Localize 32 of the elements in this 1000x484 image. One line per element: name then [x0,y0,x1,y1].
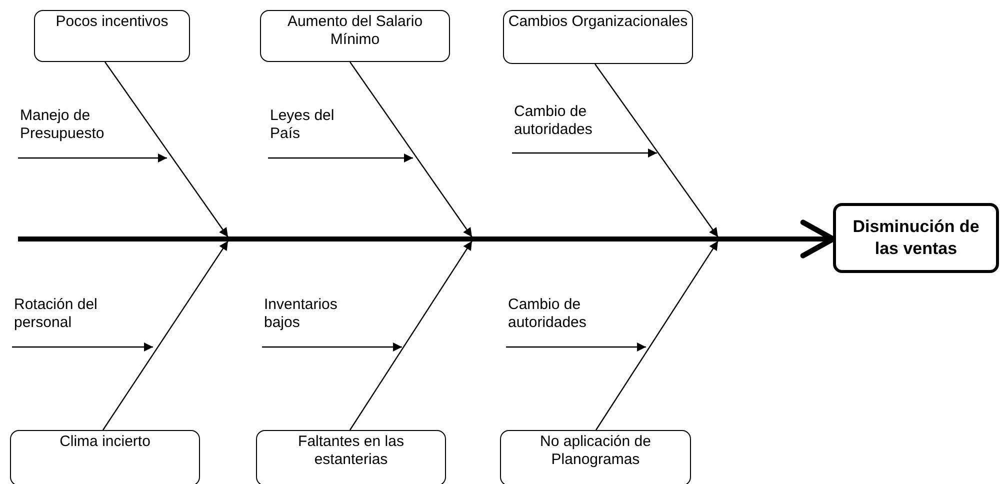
sub-cause-label: Manejo de Presupuesto [20,107,106,143]
sub-cause-arrow [12,342,153,352]
bone-arrow [596,240,718,430]
sub-cause-label: Leyes del País [270,107,336,143]
cause-box [34,10,190,62]
sub-cause-label: Inventarios bajos [264,296,338,332]
effect-text: Disminución de las ventas [852,216,980,260]
sub-cause-arrow [512,148,657,158]
cause-box [500,430,691,484]
cause-text: Cambios Organizacionales [508,13,688,31]
effect-box [833,203,999,273]
cause-text: Pocos incentivos [54,13,170,31]
sub-cause-label: Cambio de autoridades [514,103,594,139]
cause-text: Aumento del Salario Mínimo [286,13,424,49]
bone-arrow [594,64,718,238]
sub-cause-arrow [262,342,402,352]
sub-cause-arrow [268,154,413,162]
sub-cause-label: Rotación del personal [14,296,98,332]
cause-text: Clima incierto [58,433,152,451]
bone-arrow [104,62,228,238]
cause-box [10,430,200,484]
cause-box [256,430,446,484]
sub-cause-arrow [18,154,167,162]
cause-box [503,10,693,64]
sub-cause-arrow [506,342,646,352]
cause-text: Faltantes en las estanterias [297,433,405,469]
bone-arrow [102,240,228,430]
bone-arrow [350,62,472,238]
sub-cause-label: Cambio de autoridades [508,296,588,332]
bone-arrow [350,240,472,430]
cause-box [260,10,450,62]
cause-text: No aplicación de Planogramas [539,433,652,469]
